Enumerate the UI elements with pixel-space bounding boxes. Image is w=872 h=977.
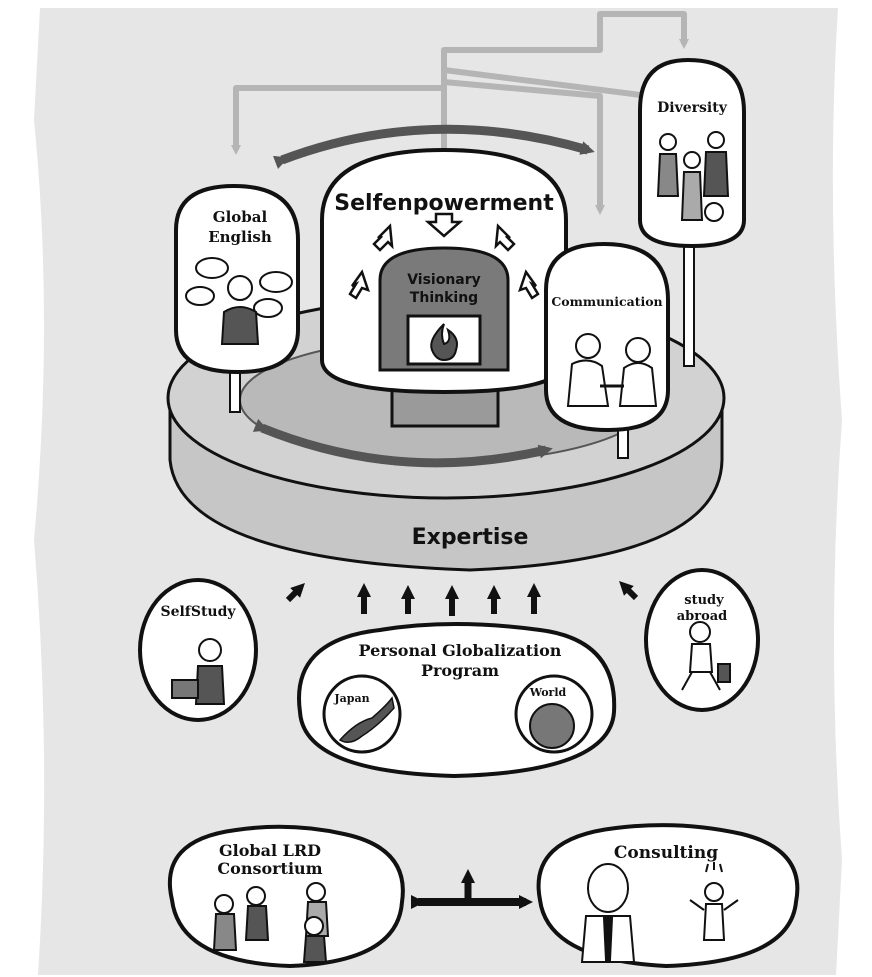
self-empowerment-dome: Selfenpowerment Visionary Thinking [320, 147, 568, 428]
expertise-label: Expertise [412, 525, 529, 550]
platform-cycle-arrow [252, 418, 553, 468]
consortium-people-icon [212, 882, 330, 963]
lrd-line2: Consortium [217, 859, 322, 878]
global-english-line2: English [208, 228, 272, 246]
japan-label: Japan [333, 692, 369, 705]
top-cycle-arrow [272, 124, 595, 170]
visionary-line1: Visionary [407, 272, 481, 288]
self-study-bubble: SelfStudy [138, 578, 258, 722]
handshake-icon [566, 333, 658, 407]
flame-icon [430, 323, 458, 362]
lrd-line1: Global LRD [219, 841, 321, 860]
studying-person-icon [171, 638, 226, 705]
study-abroad-bubble: study abroad [644, 568, 760, 712]
partnership-arrows [411, 869, 533, 909]
speaker-person-icon [185, 257, 293, 345]
communication-title: Communication [551, 294, 662, 309]
world-label: World [529, 686, 567, 699]
global-lrd-consortium-bubble: Global LRD Consortium [167, 824, 405, 969]
diversity-title: Diversity [657, 100, 728, 116]
traveler-icon [681, 621, 731, 691]
study-abroad-line1: study [684, 593, 724, 608]
pgp-line1: Personal Globalization [359, 641, 562, 660]
diversity-bubble: Diversity [638, 57, 746, 367]
study-abroad-line2: abroad [677, 609, 728, 624]
consulting-title: Consulting [614, 843, 718, 863]
globe-icon [529, 703, 575, 749]
foundation-arrows [285, 581, 639, 616]
visionary-line2: Thinking [410, 290, 478, 306]
japan-circle [322, 674, 402, 754]
self-study-title: SelfStudy [160, 604, 236, 620]
pgp-line2: Program [421, 661, 499, 680]
communication-bubble: Communication [544, 241, 670, 459]
global-english-bubble: Global English [174, 183, 300, 413]
consulting-bubble: Consulting [536, 823, 800, 969]
empowerment-arrows [348, 212, 540, 300]
global-english-line1: Global [213, 208, 268, 226]
diverse-people-icon [656, 131, 730, 222]
consultant-people-icon [580, 862, 739, 963]
self-empowerment-title: Selfenpowerment [334, 191, 554, 216]
japan-map-icon [338, 696, 395, 743]
personal-globalization-program: Personal Globalization Program Japan Wor… [297, 622, 617, 779]
